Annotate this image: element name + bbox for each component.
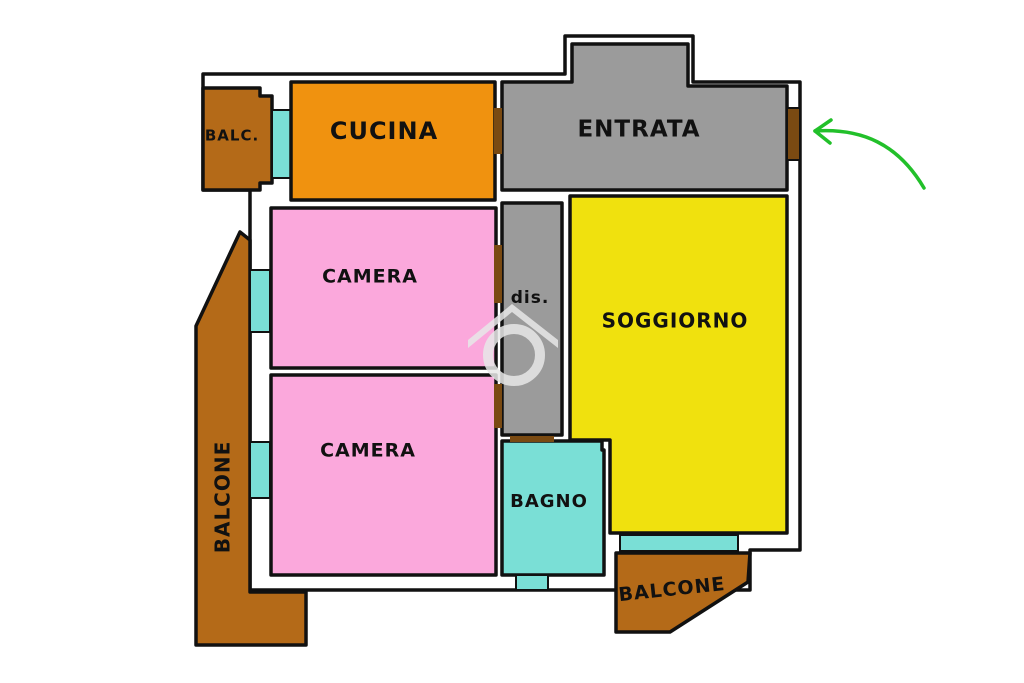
kitchen-door [494, 108, 502, 154]
window-living [619, 534, 739, 552]
room-balcony-left [194, 230, 308, 647]
label-bedroom-1: CAMERA [322, 266, 418, 288]
label-bedroom-2: CAMERA [320, 440, 416, 462]
arrow-head-icon [813, 118, 833, 145]
curved-arrow-icon [813, 128, 926, 190]
entrance-door [786, 107, 801, 161]
bedroom-2-door [494, 384, 502, 428]
window-bathroom [515, 574, 549, 591]
room-balcony-bottom [614, 551, 752, 634]
label-bathroom: BAGNO [510, 491, 588, 512]
window-balc [271, 109, 293, 179]
label-balcony-left: BALCONE [211, 441, 235, 554]
room-balcony-small [201, 86, 274, 192]
label-entrance: ENTRATA [577, 117, 700, 143]
window-bedroom-1 [249, 269, 271, 333]
room-bedroom-1 [269, 206, 498, 370]
bedroom-1-door [494, 245, 502, 303]
label-living: SOGGIORNO [602, 309, 749, 333]
room-entrance [500, 42, 789, 192]
room-bedroom-2 [269, 373, 498, 577]
label-balcony-small: BALC. [205, 127, 259, 145]
room-corridor [500, 201, 564, 437]
window-bedroom-2 [249, 441, 271, 499]
room-kitchen [289, 80, 497, 202]
bathroom-door [510, 436, 554, 442]
room-living [568, 194, 789, 535]
label-kitchen: CUCINA [330, 117, 438, 145]
label-corridor: dis. [511, 288, 550, 308]
house-logo-icon [468, 304, 558, 386]
